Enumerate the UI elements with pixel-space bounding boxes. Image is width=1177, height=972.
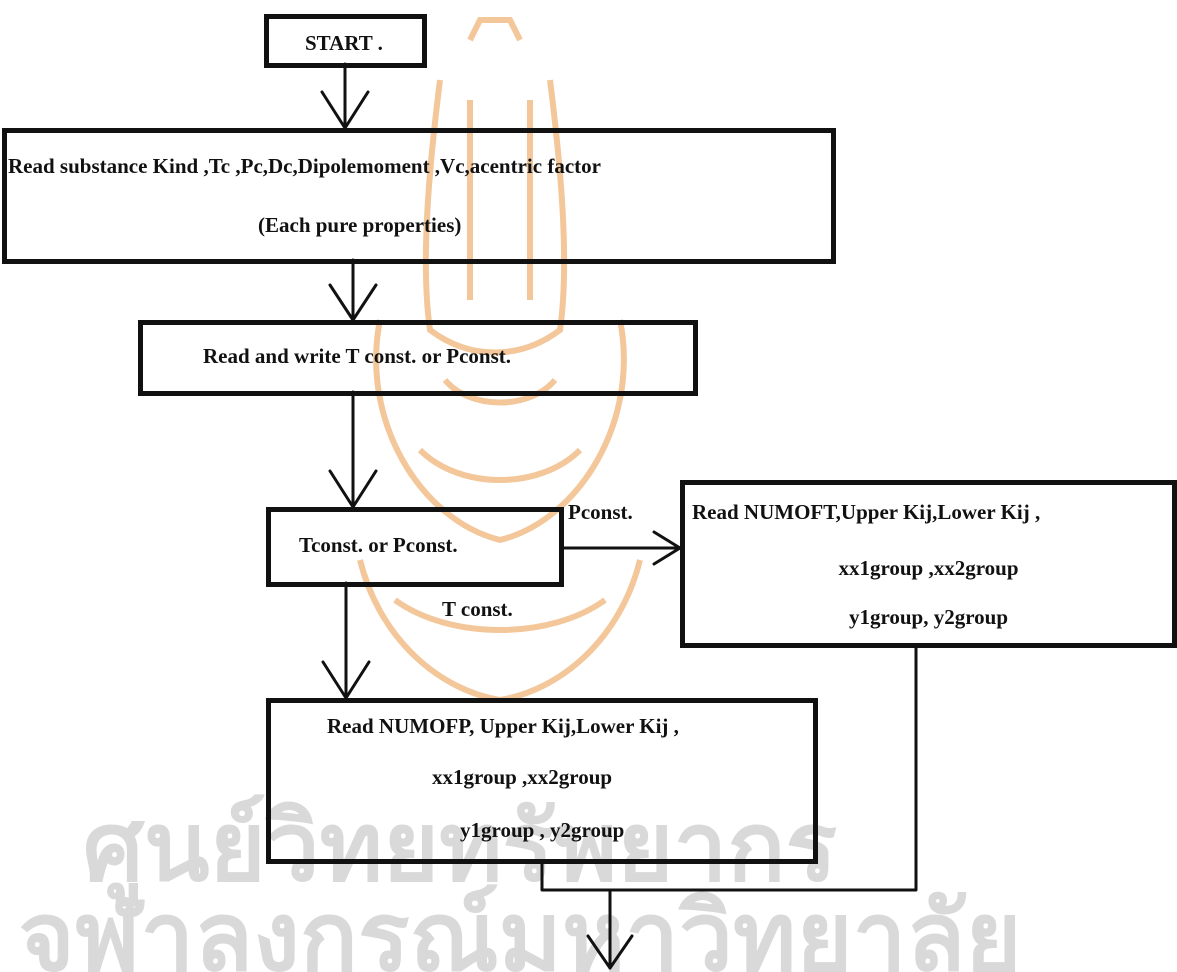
read-numofp-line1: Read NUMOFP, Upper Kij,Lower Kij , bbox=[327, 714, 679, 738]
branch-p-label: Pconst. bbox=[568, 500, 633, 524]
read-substance-line1: Read substance Kind ,Tc ,Pc,Dc,Dipolemom… bbox=[8, 154, 601, 178]
read-substance-node bbox=[2, 128, 836, 264]
watermark-text-line2: จุฬาลงกรณ์มหาวิทยาลัย bbox=[18, 881, 1021, 972]
start-label: START . bbox=[305, 31, 383, 55]
read-numoft-node bbox=[680, 480, 1177, 648]
read-numoft-line3: y1group, y2group bbox=[848, 605, 1009, 629]
decision-label: Tconst. or Pconst. bbox=[299, 533, 458, 557]
connector-read-numoft-to-merge bbox=[540, 643, 918, 892]
watermark-text-line1: ศูนย์วิทยทรัพยากร bbox=[83, 791, 837, 907]
start-node bbox=[264, 14, 427, 68]
read-numofp-line3: y1group , y2group bbox=[460, 818, 625, 842]
read-numofp-line2: xx1group ,xx2group bbox=[432, 765, 613, 789]
read-numofp-node bbox=[266, 698, 818, 864]
read-write-node bbox=[138, 320, 698, 396]
read-numoft-line2: xx1group ,xx2group bbox=[838, 556, 1019, 580]
arrowhead-6 bbox=[586, 934, 634, 970]
read-substance-line2: (Each pure properties) bbox=[258, 213, 462, 237]
watermark-seal bbox=[357, 17, 643, 704]
read-numoft-line1: Read NUMOFT,Upper Kij,Lower Kij , bbox=[692, 500, 1041, 524]
branch-t-label: T const. bbox=[442, 597, 513, 621]
read-write-label: Read and write T const. or Pconst. bbox=[203, 344, 512, 368]
decision-node bbox=[266, 507, 564, 587]
